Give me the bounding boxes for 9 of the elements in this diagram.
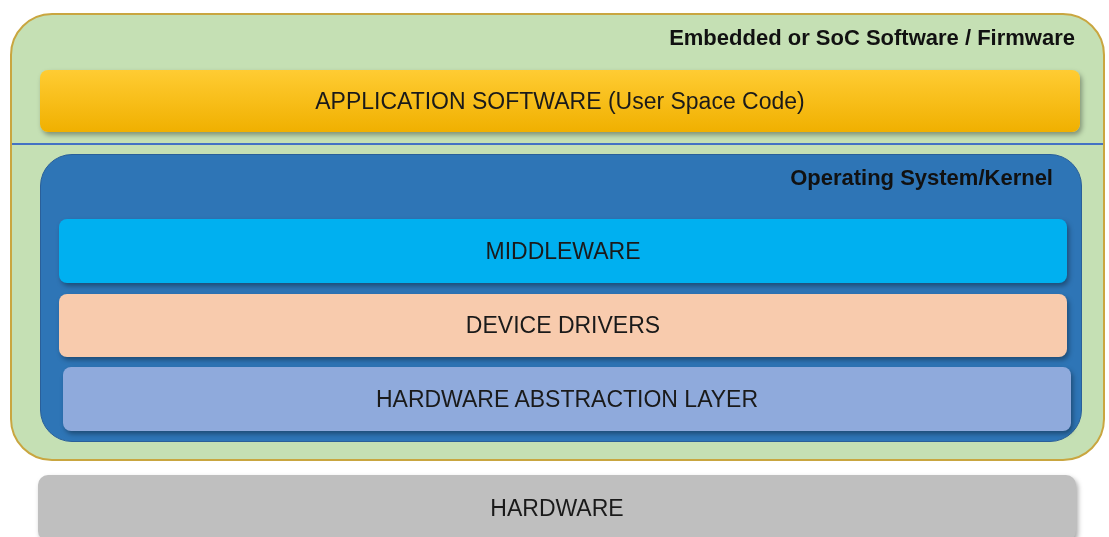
panel-title: Embedded or SoC Software / Firmware [669,25,1075,51]
kernel-panel [40,154,1082,442]
layer-bar: APPLICATION SOFTWARE (User Space Code) [40,70,1080,132]
layer-bar: MIDDLEWARE [59,219,1067,283]
layer-bar: DEVICE DRIVERS [59,294,1067,357]
firmware-panel [10,13,1105,461]
layer-bar: HARDWARE ABSTRACTION LAYER [63,367,1071,431]
layer-bar: HARDWARE [38,475,1076,537]
panel-title: Operating System/Kernel [790,165,1053,191]
